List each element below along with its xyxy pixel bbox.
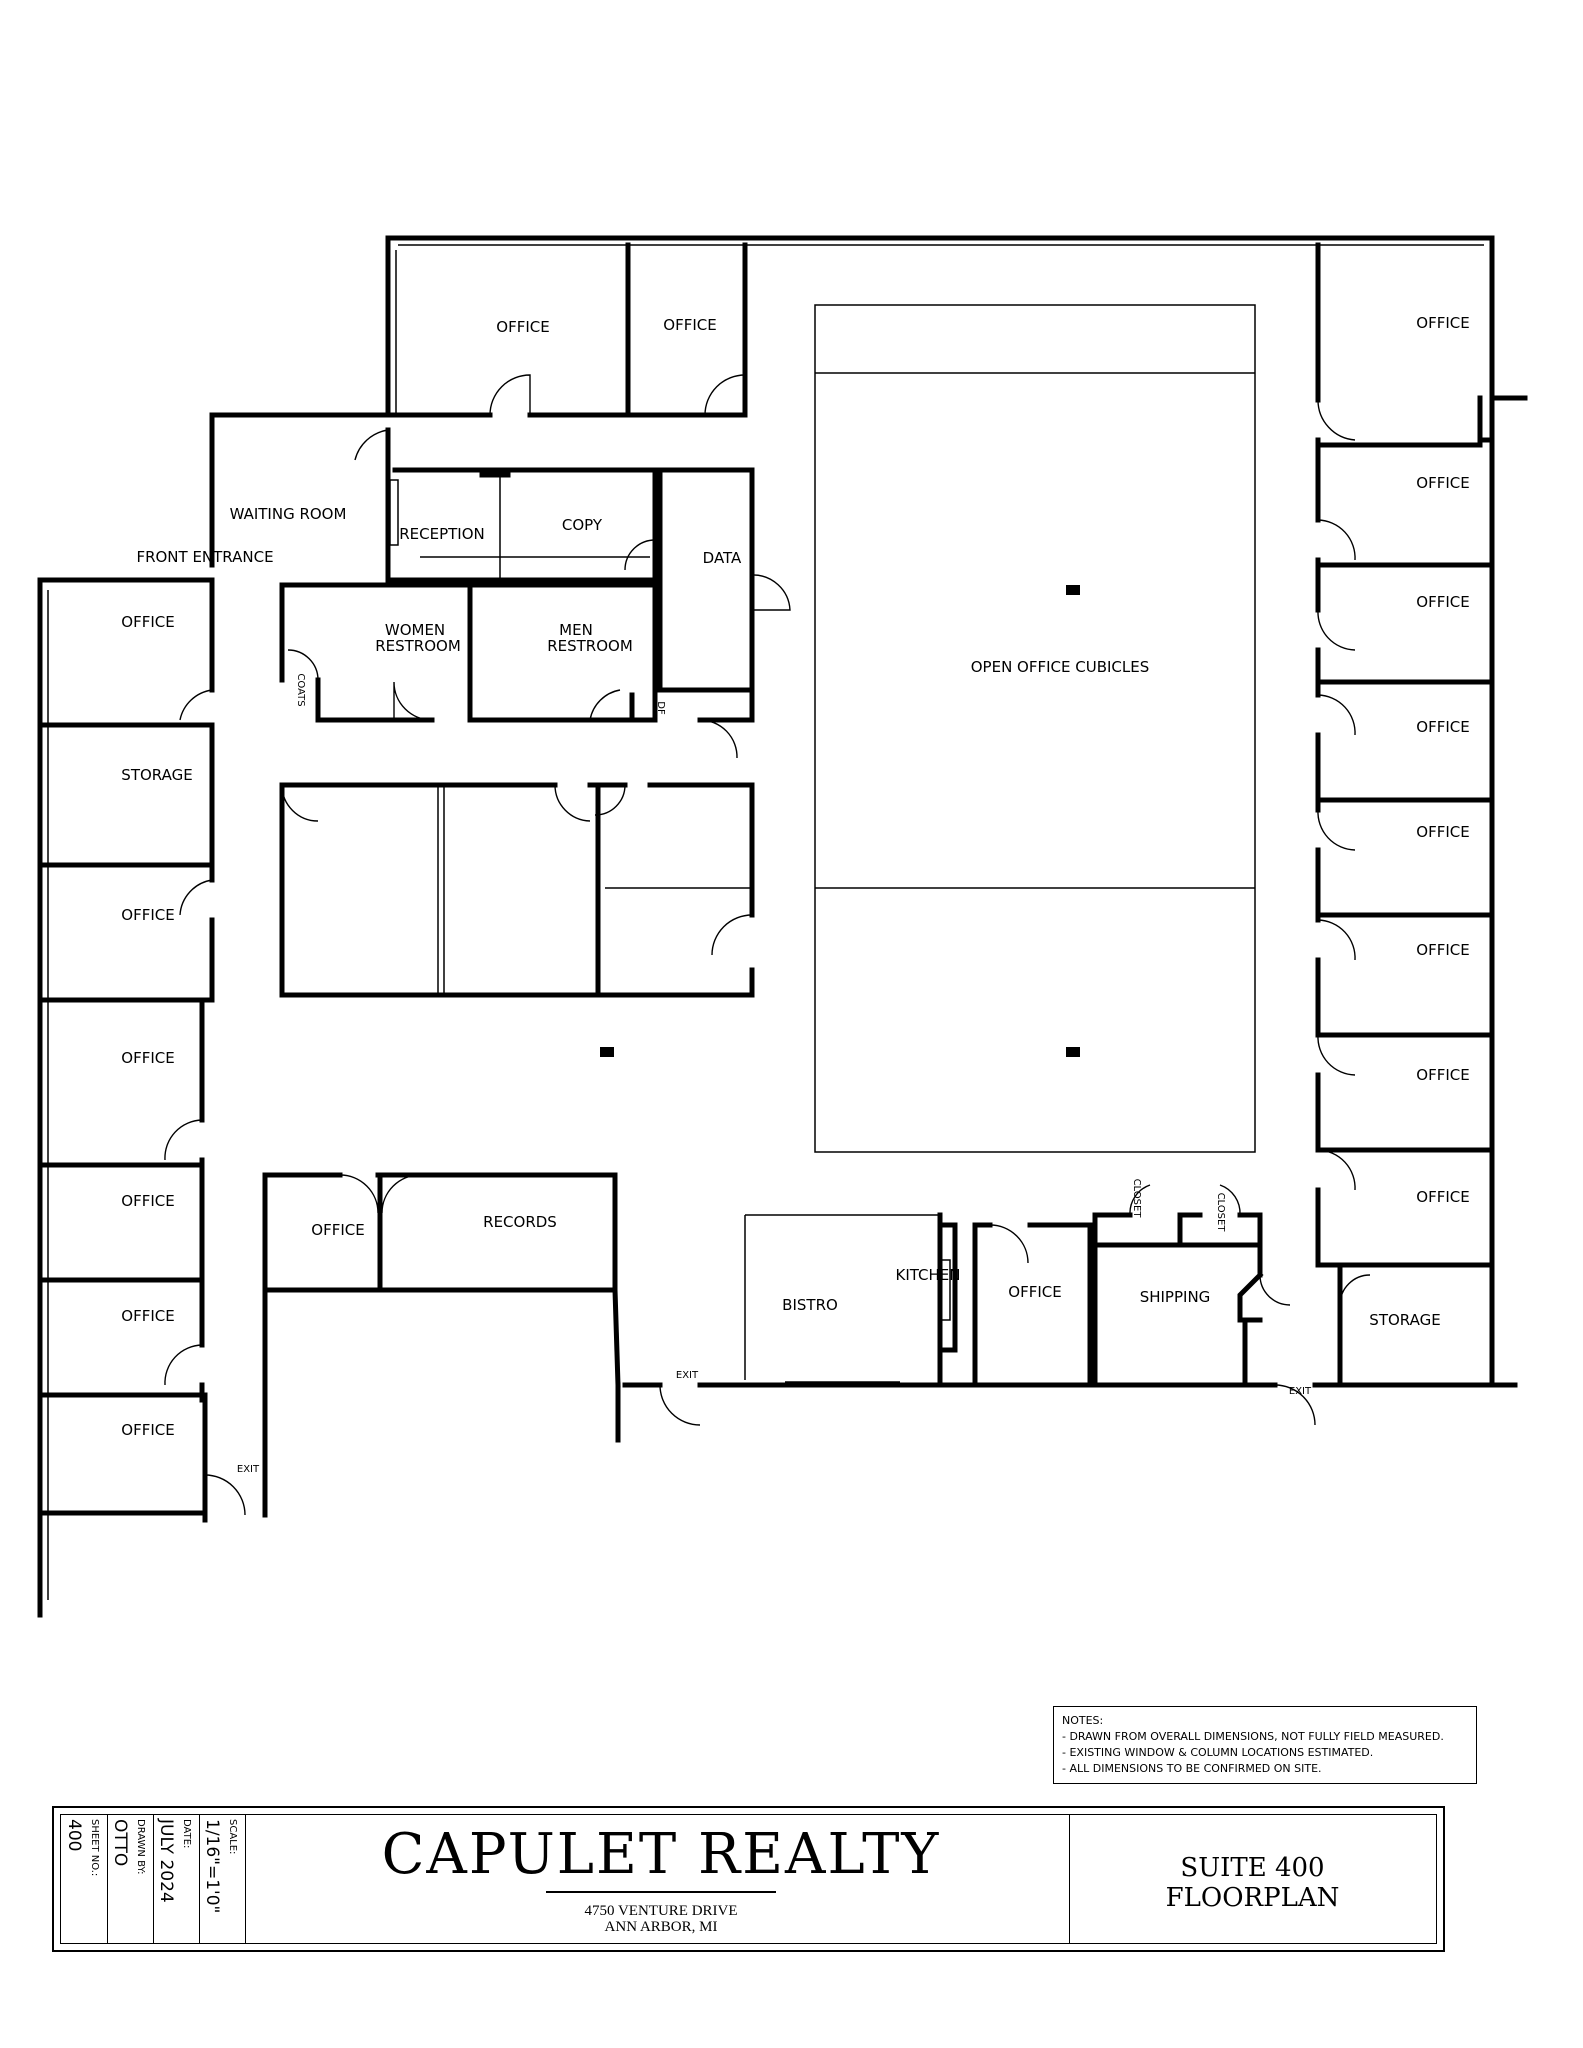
room-labels: OFFICE OFFICE WAITING ROOM FRONT ENTRANC… xyxy=(121,314,1469,1475)
date-value: JULY 2024 xyxy=(156,1819,176,1903)
drawn-by-value: OTTO xyxy=(110,1819,130,1867)
label-office-w3: OFFICE xyxy=(121,1049,174,1067)
label-records: RECORDS xyxy=(483,1213,557,1231)
label-exit-w: EXIT xyxy=(237,1464,260,1475)
scale-value: 1/16"=1'0" xyxy=(202,1819,222,1914)
label-office-e8: OFFICE xyxy=(1416,1188,1469,1206)
label-office-w6: OFFICE xyxy=(121,1421,174,1439)
scale-cell: SCALE: 1/16"=1'0" xyxy=(199,1815,246,1943)
sheet-no-label: SHEET NO.: xyxy=(89,1819,100,1877)
door-swings xyxy=(164,374,1371,1516)
sheet-title-1: SUITE 400 xyxy=(1180,1853,1325,1883)
label-office-e3: OFFICE xyxy=(1416,593,1469,611)
label-office-e1: OFFICE xyxy=(1416,314,1469,332)
label-front-entrance: FRONT ENTRANCE xyxy=(136,548,273,566)
company-cell: CAPULET REALTY 4750 VENTURE DRIVE ANN AR… xyxy=(253,1815,1070,1943)
sheet-title-cell: SUITE 400 FLOORPLAN xyxy=(1069,1815,1436,1943)
label-open-office: OPEN OFFICE CUBICLES xyxy=(971,658,1150,676)
label-shipping: SHIPPING xyxy=(1140,1288,1211,1306)
notes-line-3: - ALL DIMENSIONS TO BE CONFIRMED ON SITE… xyxy=(1062,1762,1322,1775)
drawn-by-cell: DRAWN BY: OTTO xyxy=(107,1815,154,1943)
label-exit-s1: EXIT xyxy=(676,1370,699,1381)
company-name: CAPULET REALTY xyxy=(381,1822,941,1887)
south-rooms xyxy=(262,1172,1264,1438)
label-office-e6: OFFICE xyxy=(1416,941,1469,959)
east-offices xyxy=(1315,242,1495,1388)
label-storage-e: STORAGE xyxy=(1369,1311,1440,1329)
label-reception: RECEPTION xyxy=(399,525,485,543)
notes-box: NOTES: - DRAWN FROM OVERALL DIMENSIONS, … xyxy=(1053,1706,1477,1784)
middle-block xyxy=(279,782,755,998)
company-rule xyxy=(546,1891,776,1893)
floor-plan: OFFICE OFFICE WAITING ROOM FRONT ENTRANC… xyxy=(37,235,1528,1618)
label-office-w2: OFFICE xyxy=(121,906,174,924)
title-block: SHEET NO.: 400 DRAWN BY: OTTO DATE: JULY 20… xyxy=(52,1806,1445,1952)
label-office-w1: OFFICE xyxy=(121,613,174,631)
date-cell: DATE: JULY 2024 xyxy=(153,1815,200,1943)
label-office-w5: OFFICE xyxy=(121,1307,174,1325)
sheet-title-2: FLOORPLAN xyxy=(1165,1883,1340,1913)
exterior-walls xyxy=(37,235,1528,1618)
label-office-w4: OFFICE xyxy=(121,1192,174,1210)
date-label: DATE: xyxy=(181,1819,192,1849)
address-line-2: ANN ARBOR, MI xyxy=(604,1919,718,1935)
label-women-1: WOMEN xyxy=(385,621,445,639)
label-men-1: MEN xyxy=(559,621,593,639)
west-offices xyxy=(37,577,215,1518)
north-offices xyxy=(279,242,755,723)
label-office-s2: OFFICE xyxy=(1008,1283,1061,1301)
label-waiting-room: WAITING ROOM xyxy=(230,505,347,523)
label-office-n2: OFFICE xyxy=(663,316,716,334)
label-office-e5: OFFICE xyxy=(1416,823,1469,841)
label-women-2: RESTROOM xyxy=(375,637,461,655)
drawn-by-label: DRAWN BY: xyxy=(135,1819,146,1875)
label-copy: COPY xyxy=(562,516,603,534)
label-closet-1: CLOSET xyxy=(1131,1179,1142,1219)
notes-line-1: - DRAWN FROM OVERALL DIMENSIONS, NOT FUL… xyxy=(1062,1730,1444,1743)
label-exit-s2: EXIT xyxy=(1289,1386,1312,1397)
label-men-2: RESTROOM xyxy=(547,637,633,655)
label-office-s: OFFICE xyxy=(311,1221,364,1239)
address-line-1: 4750 VENTURE DRIVE xyxy=(584,1903,738,1919)
label-office-n1: OFFICE xyxy=(496,318,549,336)
label-storage-w: STORAGE xyxy=(121,766,192,784)
label-office-e2: OFFICE xyxy=(1416,474,1469,492)
sheet-no-value: 400 xyxy=(64,1819,84,1852)
label-office-e4: OFFICE xyxy=(1416,718,1469,736)
label-data: DATA xyxy=(703,549,742,567)
label-df: DF xyxy=(655,701,666,715)
scale-label: SCALE: xyxy=(227,1819,238,1855)
label-kitchen: KITCHEN xyxy=(896,1266,961,1284)
label-closet-2: CLOSET xyxy=(1215,1193,1226,1233)
notes-line-2: - EXISTING WINDOW & COLUMN LOCATIONS EST… xyxy=(1062,1746,1374,1759)
label-coats: COATS xyxy=(295,673,306,706)
label-bistro: BISTRO xyxy=(782,1296,838,1314)
notes-heading: NOTES: xyxy=(1062,1714,1104,1727)
open-office-area xyxy=(600,304,1256,1153)
label-office-e7: OFFICE xyxy=(1416,1066,1469,1084)
sheet-no-cell: SHEET NO.: 400 xyxy=(61,1815,108,1943)
